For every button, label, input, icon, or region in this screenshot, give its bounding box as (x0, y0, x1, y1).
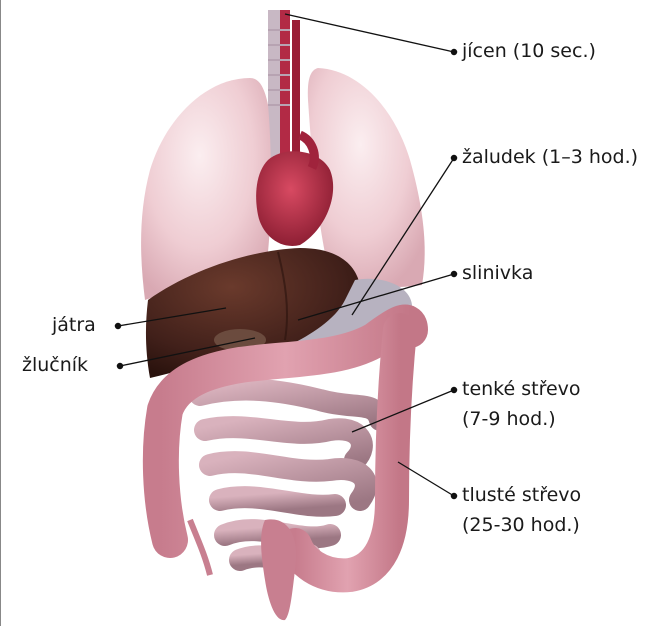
label-liver: játra (52, 314, 96, 337)
label-esophagus: jícen (10 sec.) (462, 40, 596, 63)
label-large-intestine-line1: tlusté střevo (462, 484, 581, 507)
label-small-intestine-line2: (7-9 hod.) (462, 408, 556, 431)
left-border (0, 0, 1, 626)
rectum-shape (261, 519, 296, 620)
label-gallbladder: žlučník (22, 354, 88, 377)
label-stomach: žaludek (1–3 hod.) (462, 146, 638, 169)
label-pancreas: slinivka (462, 262, 533, 285)
label-large-intestine-line2: (25-30 hod.) (462, 514, 580, 537)
label-small-intestine-line1: tenké střevo (462, 378, 581, 401)
leader-esophagus (285, 14, 454, 52)
